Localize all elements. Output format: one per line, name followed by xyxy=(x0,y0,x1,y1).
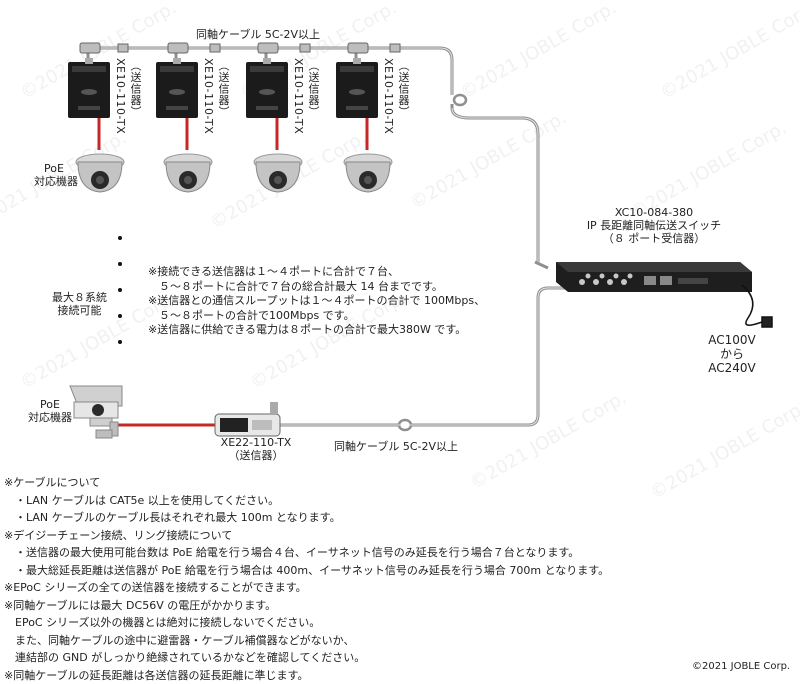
footnotes: ※ケーブルについて ・LAN ケーブルは CAT5e 以上を使用してください。 … xyxy=(4,474,609,684)
footnote-line: 連結部の GND がしっかり絶縁されているかなどを確認してください。 xyxy=(4,649,609,667)
xe22-role: （送信器） xyxy=(212,449,300,462)
footnote-line: ※EPoC シリーズの全ての送信器を接続することができます。 xyxy=(4,579,609,597)
max-systems-label: 最大８系統 接続可能 xyxy=(52,291,107,317)
switch-model: XC10-084-380 xyxy=(574,206,734,219)
note-line: ５～８ポートに合計で７台の総合計最大 14 台までです。 xyxy=(148,280,485,295)
footnote-line: ※ケーブルについて xyxy=(4,474,609,492)
note-line: ※送信器に供給できる電力は８ポートの合計で最大380W です。 xyxy=(148,323,485,338)
footnote-line: ※同軸ケーブルには最大 DC56V の電圧がかかります。 xyxy=(4,597,609,615)
footnote-line: ・LAN ケーブルのケーブル長はそれぞれ最大 100m となります。 xyxy=(4,509,609,527)
poe-device-label-bottom: PoE 対応機器 xyxy=(28,398,72,424)
dome-cameras xyxy=(76,154,392,192)
transmitter-model: XE10-110-TX xyxy=(382,58,395,134)
poe-device-label-top: PoE 対応機器 xyxy=(34,162,74,188)
footnote-line: ・最大総延長距離は送信器が PoE 給電を行う場合は 400m、イーサネット信号… xyxy=(4,562,609,580)
footnote-line: ※同軸ケーブルの延長距離は各送信器の延長距離に準じます。 xyxy=(4,667,609,684)
switch-device xyxy=(556,262,752,292)
bottom-cable-label: 同軸ケーブル 5C-2V以上 xyxy=(334,440,458,453)
power-label: AC100V から AC240V xyxy=(700,333,764,375)
copyright-label: ©2021 JOBLE Corp. xyxy=(692,660,790,673)
xe22-model: XE22-110-TX xyxy=(212,436,300,449)
middle-notes: ※接続できる送信器は１～４ポートに合計で７台、 ５～８ポートに合計で７台の総合計… xyxy=(148,265,485,338)
note-line: ※接続できる送信器は１～４ポートに合計で７台、 xyxy=(148,265,485,280)
transmitter-role: （送信器） xyxy=(395,60,411,118)
transmitter-role: （送信器） xyxy=(127,60,143,118)
switch-label: XC10-084-380 IP 長距離同軸伝送スイッチ （８ ポート受信器） xyxy=(574,206,734,245)
note-line: ５～８ポートの合計で100Mbps です。 xyxy=(148,309,485,324)
transmitter-model: XE10-110-TX xyxy=(202,58,215,134)
bullet-camera xyxy=(70,386,122,438)
footnote-line: ・送信器の最大使用可能台数は PoE 給電を行う場合４台、イーサネット信号のみ延… xyxy=(4,544,609,562)
note-line: ※送信器との通信スループットは１～４ポートの合計で 100Mbps、 xyxy=(148,294,485,309)
footnote-line: ※デイジーチェーン接続、リング接続について xyxy=(4,527,609,545)
switch-ports: （８ ポート受信器） xyxy=(574,232,734,245)
footnote-line: ・LAN ケーブルは CAT5e 以上を使用してください。 xyxy=(4,492,609,510)
xe22-transmitter-device xyxy=(215,402,280,436)
top-cable-label: 同軸ケーブル 5C-2V以上 xyxy=(196,28,320,41)
transmitter-role: （送信器） xyxy=(305,60,321,118)
transmitter-model: XE10-110-TX xyxy=(114,58,127,134)
footnote-line: EPoC シリーズ以外の機器とは絶対に接続しないでください。 xyxy=(4,614,609,632)
coax-coil xyxy=(399,95,466,430)
switch-name: IP 長距離同軸伝送スイッチ xyxy=(574,219,734,232)
transmitter-role: （送信器） xyxy=(215,60,231,118)
transmitter-model: XE10-110-TX xyxy=(292,58,305,134)
footnote-line: また、同軸ケーブルの途中に避雷器・ケーブル補償器などがないか、 xyxy=(4,632,609,650)
xe22-label: XE22-110-TX （送信器） xyxy=(212,436,300,462)
ellipsis-dots xyxy=(118,236,122,344)
